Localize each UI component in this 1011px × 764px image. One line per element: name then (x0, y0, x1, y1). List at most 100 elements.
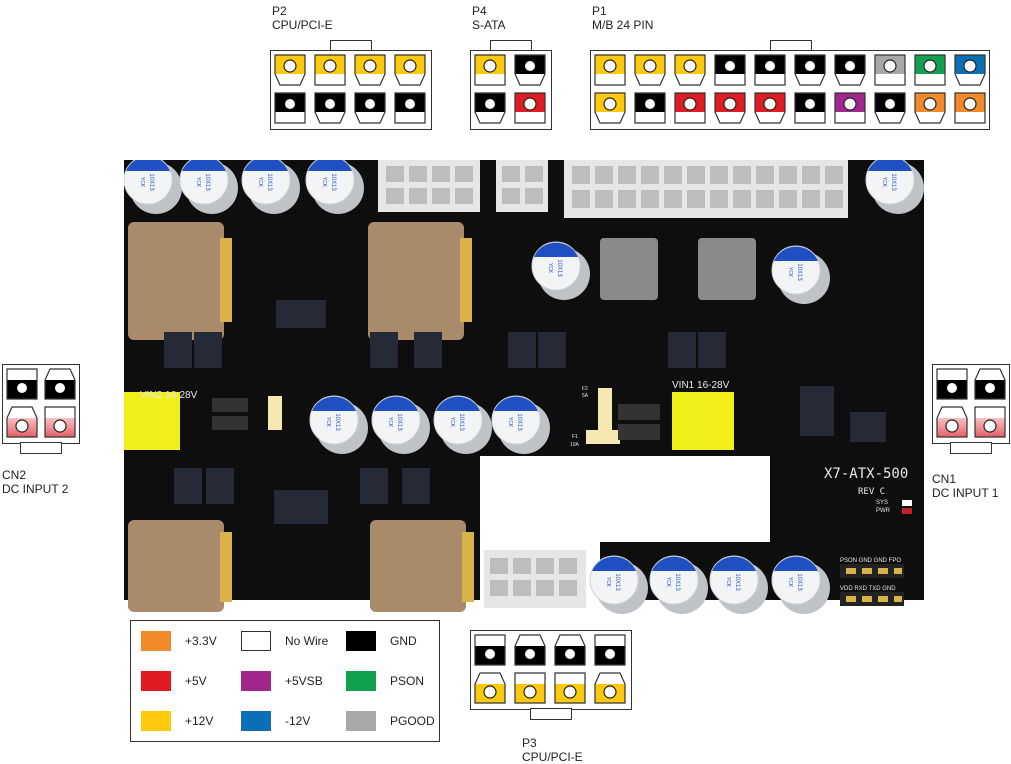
legend-item-nowire: No Wire (241, 631, 328, 651)
p1-socket-cavity (687, 166, 705, 184)
svg-text:10X13: 10X13 (674, 573, 680, 591)
p1-socket-cavity (779, 166, 797, 184)
fuse-f2 (598, 388, 612, 432)
p1-pin-top-7-gnd (834, 54, 866, 86)
cn2-pin-top-2-gnd (44, 368, 76, 400)
board-name: X7-ATX-500 (824, 466, 908, 482)
p1-socket-cavity (641, 166, 659, 184)
cn1-pin-top-2-gnd (974, 368, 1006, 400)
p1-pin-bottom-4-v5 (714, 92, 746, 124)
p2-pin-top-1-v12 (274, 54, 306, 86)
svg-text:YCK: YCK (507, 417, 513, 428)
fuse-f1-label: F1 (572, 434, 578, 440)
p2-pin-bottom-1-gnd (274, 92, 306, 124)
legend-label: GND (390, 634, 417, 648)
p4-pin-top-1-v12 (474, 54, 506, 86)
legend-swatch (141, 671, 171, 691)
p1-pin-top-8-pgood (874, 54, 906, 86)
p4-pin-bottom-2-v5 (514, 92, 546, 124)
p1-socket-cavity (756, 166, 774, 184)
p3-pin-top-2-gnd (514, 634, 546, 666)
p3-pin-bottom-1-v12 (474, 672, 506, 704)
p1-pin-top-2-v12 (634, 54, 666, 86)
cn1-pin-bottom-2-dcpos (974, 406, 1006, 438)
board-revision: REV C (858, 487, 885, 497)
svg-text:YCK: YCK (449, 417, 455, 428)
p1-pin-top-5-gnd (754, 54, 786, 86)
p1-pin-top-3-v12 (674, 54, 706, 86)
p3-pin-bottom-3-v12 (554, 672, 586, 704)
svg-text:YCK: YCK (195, 177, 201, 188)
p1-socket-cavity (802, 166, 820, 184)
p3-connector (470, 630, 632, 710)
vin2-connector (124, 392, 180, 450)
p1-pin-bottom-2-gnd (634, 92, 666, 124)
svg-text:YCK: YCK (605, 577, 611, 588)
cn1-connector (932, 364, 1010, 444)
cn2-pin-top-1-gnd (6, 368, 38, 400)
cn1-name: DC INPUT 1 (932, 486, 999, 500)
p2-connector (270, 50, 432, 130)
svg-text:10X13: 10X13 (734, 573, 740, 591)
cn2-pin-bottom-1-dcpos (6, 406, 38, 438)
p1-socket-cavity (733, 190, 751, 208)
legend-swatch (241, 671, 271, 691)
svg-text:10X13: 10X13 (796, 263, 802, 281)
svg-text:10X13: 10X13 (614, 573, 620, 591)
p1-pin-bottom-5-v5 (754, 92, 786, 124)
svg-text:10X13: 10X13 (890, 173, 896, 191)
legend-item-pson: PSON (346, 671, 424, 691)
p1-socket-cavity (664, 190, 682, 208)
p1-pin-bottom-7-v5sb (834, 92, 866, 124)
inductor-l9 (698, 238, 756, 300)
svg-text:YCK: YCK (881, 177, 887, 188)
p3-latch (530, 708, 572, 720)
p3-pin-top-3-gnd (554, 634, 586, 666)
legend-label: -12V (285, 714, 311, 728)
p1-socket-cavity (710, 166, 728, 184)
cn2-name: DC INPUT 2 (2, 482, 69, 496)
p1-pin-top-1-v12 (594, 54, 626, 86)
svg-text:YCK: YCK (321, 177, 327, 188)
fuse-f2-label: F2 (582, 386, 588, 392)
legend-swatch (141, 631, 171, 651)
cn1-pin-top-1-gnd (936, 368, 968, 400)
sys-led (902, 500, 912, 506)
p2-id: P2 (272, 4, 287, 18)
p4-id: P4 (472, 4, 487, 18)
p1-socket-cavity (572, 166, 590, 184)
p1-pin-top-6-gnd (794, 54, 826, 86)
p3-pin-bottom-2-v12 (514, 672, 546, 704)
legend-label: PGOOD (390, 714, 435, 728)
pcb-cutout (480, 456, 770, 542)
p2-pin-bottom-2-gnd (314, 92, 346, 124)
svg-text:10X13: 10X13 (396, 413, 402, 431)
svg-text:YCK: YCK (665, 577, 671, 588)
p1-socket-cavity (710, 190, 728, 208)
legend-swatch (346, 631, 376, 651)
cn2-latch (20, 442, 62, 454)
p1-pin-top-10-m12 (954, 54, 986, 86)
cn2-pin-bottom-2-dcpos (44, 406, 76, 438)
p4-name: S-ATA (472, 18, 506, 32)
legend-item-v12: +12V (141, 711, 213, 731)
p2-pin-top-4-v12 (394, 54, 426, 86)
svg-text:10X13: 10X13 (458, 413, 464, 431)
legend-label: +3.3V (185, 634, 217, 648)
p3-pin-top-4-gnd (594, 634, 626, 666)
p1-pin-bottom-3-v5 (674, 92, 706, 124)
svg-text:YCK: YCK (787, 267, 793, 278)
